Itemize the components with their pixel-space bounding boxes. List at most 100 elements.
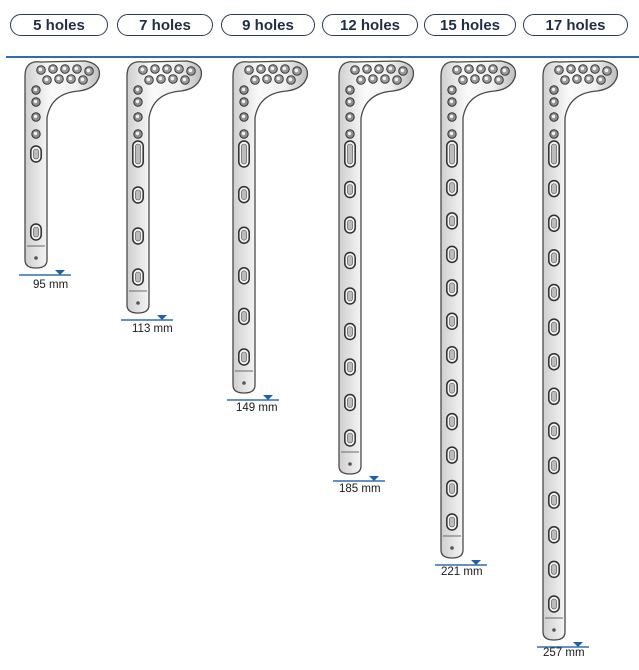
- screw-hole-core: [490, 66, 495, 71]
- bone-plate-17-holes: [537, 60, 619, 648]
- length-label-17-holes: 257 mm: [543, 647, 585, 659]
- screw-hole-core: [551, 87, 556, 92]
- screw-hole-core: [400, 68, 405, 73]
- shaft-hole-inner: [135, 230, 141, 242]
- screw-hole-core: [551, 114, 556, 119]
- shaft-hole-inner: [135, 189, 141, 201]
- shaft-hole-inner: [449, 215, 455, 227]
- shaft-hole-inner: [449, 282, 455, 294]
- screw-hole-core: [33, 87, 38, 92]
- screw-hole-core: [364, 66, 369, 71]
- screw-hole-core: [556, 67, 561, 72]
- length-label-5-holes: 95 mm: [33, 279, 69, 291]
- screw-hole-core: [170, 76, 175, 81]
- bone-plate-15-holes: [435, 60, 517, 566]
- screw-hole-core: [38, 67, 43, 72]
- screw-hole-core: [164, 66, 169, 71]
- screw-hole-core: [158, 76, 163, 81]
- shaft-hole-inner: [449, 382, 455, 394]
- length-marker-icon: [471, 560, 481, 565]
- shaft-hole-inner: [449, 182, 455, 193]
- screw-hole-core: [288, 77, 293, 82]
- tab-15-holes[interactable]: 15 holes: [424, 14, 516, 36]
- screw-hole-core: [454, 67, 459, 72]
- length-marker-icon: [157, 315, 167, 320]
- length-marker-icon: [263, 395, 273, 400]
- screw-hole-core: [282, 66, 287, 71]
- kwire-hole: [34, 256, 38, 260]
- plate-body: [126, 60, 203, 314]
- shaft-hole-inner: [449, 249, 455, 260]
- screw-hole-core: [358, 77, 363, 82]
- shaft-hole-inner: [347, 184, 353, 195]
- length-label-7-holes: 113 mm: [132, 323, 173, 335]
- screw-hole-core: [394, 77, 399, 82]
- plate-body: [440, 60, 517, 559]
- screw-hole-core: [176, 66, 181, 71]
- shaft-hole-inner: [449, 416, 455, 427]
- plate-body: [24, 60, 101, 269]
- shaft-hole-inner: [551, 287, 557, 298]
- shaft-hole-inner: [241, 311, 247, 322]
- screw-hole-core: [252, 77, 257, 82]
- bone-plate-5-holes: [19, 60, 101, 276]
- shaft-hole-inner: [551, 252, 557, 264]
- kwire-hole: [136, 301, 140, 305]
- kwire-hole: [450, 546, 454, 550]
- length-label-15-holes: 221 mm: [441, 566, 483, 578]
- shaft-hole-inner: [347, 290, 353, 302]
- screw-hole-core: [604, 68, 609, 73]
- shaft-hole-inner: [449, 449, 455, 461]
- screw-hole-core: [241, 87, 246, 92]
- shaft-hole-inner: [551, 391, 557, 402]
- screw-hole-core: [370, 76, 375, 81]
- tab-9-holes[interactable]: 9 holes: [221, 14, 315, 36]
- screw-hole-core: [135, 131, 140, 136]
- screw-hole-core: [460, 77, 465, 82]
- tab-12-holes[interactable]: 12 holes: [322, 14, 418, 36]
- screw-hole-core: [562, 77, 567, 82]
- shaft-hole-inner: [347, 397, 353, 408]
- shaft-hole-inner: [241, 270, 247, 282]
- tab-17-holes[interactable]: 17 holes: [523, 14, 628, 36]
- screw-hole-core: [294, 68, 299, 73]
- shaft-hole-inner: [449, 143, 455, 165]
- screw-hole-core: [135, 99, 140, 104]
- shaft-hole-inner: [551, 356, 557, 367]
- screw-hole-core: [466, 66, 471, 71]
- bone-plate-12-holes: [333, 60, 415, 482]
- screw-hole-core: [449, 114, 454, 119]
- screw-hole-core: [258, 66, 263, 71]
- shaft-hole-inner: [449, 315, 455, 327]
- kwire-hole: [552, 628, 556, 632]
- shaft-hole-inner: [449, 516, 455, 528]
- screw-hole-core: [140, 67, 145, 72]
- screw-hole-core: [502, 68, 507, 73]
- tab-5-holes[interactable]: 5 holes: [10, 14, 108, 36]
- kwire-hole: [348, 462, 352, 466]
- screw-hole-core: [33, 131, 38, 136]
- tab-7-holes[interactable]: 7 holes: [117, 14, 213, 36]
- screw-hole-core: [33, 99, 38, 104]
- screw-hole-core: [352, 67, 357, 72]
- screw-hole-core: [551, 131, 556, 136]
- plate-body: [338, 60, 415, 475]
- screw-hole-core: [188, 68, 193, 73]
- shaft-hole-inner: [551, 143, 557, 165]
- screw-hole-core: [376, 66, 381, 71]
- shaft-hole-inner: [347, 255, 353, 266]
- screw-hole-core: [246, 67, 251, 72]
- shaft-hole-inner: [241, 143, 247, 165]
- length-marker-icon: [369, 476, 379, 481]
- shaft-hole-inner: [241, 229, 247, 241]
- screw-hole-core: [62, 66, 67, 71]
- screw-hole-core: [270, 66, 275, 71]
- screw-hole-core: [472, 76, 477, 81]
- screw-hole-core: [382, 76, 387, 81]
- shaft-hole-inner: [347, 326, 353, 337]
- screw-hole-core: [80, 77, 85, 82]
- screw-hole-core: [74, 66, 79, 71]
- screw-hole-core: [86, 68, 91, 73]
- shaft-hole-inner: [347, 219, 353, 231]
- screw-hole-core: [347, 99, 352, 104]
